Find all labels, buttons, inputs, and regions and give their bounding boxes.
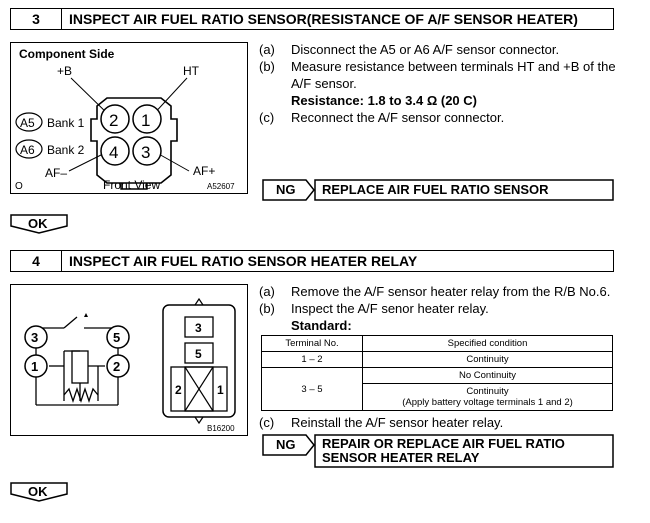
step4-ok-label: OK (28, 484, 48, 499)
table-row: 1 – 2 Continuity (261, 351, 613, 368)
relay-spec-table: Terminal No. Specified condition 1 – 2 C… (261, 335, 613, 411)
header-condition: Specified condition (362, 335, 613, 352)
step4-header: 4 INSPECT AIR FUEL RATIO SENSOR HEATER R… (10, 250, 614, 272)
step4-relay-figure: 3 5 1 2 3 5 2 1 B16200 (10, 284, 248, 436)
pin-4-circle (100, 136, 130, 166)
step3-title: INSPECT AIR FUEL RATIO SENSOR(RESISTANCE… (69, 11, 578, 27)
relay-body (162, 304, 236, 418)
svg-text:1: 1 (31, 359, 38, 374)
step3-ng-text: REPLACE AIR FUEL RATIO SENSOR (322, 182, 549, 197)
step3-ng-result: NG REPLACE AIR FUEL RATIO SENSOR (262, 179, 614, 201)
circuit-pin-3 (24, 325, 48, 349)
bank2-label: Bank 2 (47, 143, 85, 157)
step4-ng-text-line2: SENSOR HEATER RELAY (322, 450, 480, 465)
step3-ng-frame (262, 179, 614, 201)
step3-ok-result: OK (10, 214, 68, 234)
relay-terminal-3 (184, 316, 214, 338)
step3-resistance-spec: Resistance: 1.8 to 3.4 Ω (20 C) (291, 93, 477, 108)
step3-figure-code: A52607 (207, 182, 235, 191)
relay-diagram: 3 5 1 2 3 5 2 1 B16200 (24, 297, 236, 433)
corner-mark: O (15, 181, 23, 192)
af-plus-label: AF+ (193, 164, 215, 178)
step4-figure-code: B16200 (207, 424, 235, 433)
ht-label: HT (183, 64, 200, 78)
pin-2-label: 2 (109, 111, 118, 130)
connector-diagram: Component Side +B HT 2 1 4 3 A5 Bank 1 A… (15, 47, 235, 192)
step4-instruction-c: (c)Reinstall the A/F sensor heater relay… (259, 415, 504, 430)
a5-badge (15, 112, 43, 132)
svg-text:5: 5 (195, 347, 202, 361)
front-view-label: Front View (103, 178, 160, 192)
pin-3-label: 3 (141, 143, 150, 162)
step4-instruction-b: (b)Inspect the A/F senor heater relay. (259, 301, 489, 316)
relay-switch-contact (63, 316, 78, 329)
relay-coil (71, 350, 89, 384)
plus-b-label: +B (57, 64, 72, 78)
relay-terminal-5 (184, 342, 214, 364)
circuit-pin-2 (106, 354, 130, 378)
circuit-pin-1 (24, 354, 48, 378)
af-minus-label: AF– (45, 166, 67, 180)
step3-instruction-b: (b)Measure resistance between terminals … (259, 59, 616, 74)
step3-header: 3 INSPECT AIR FUEL RATIO SENSOR(RESISTAN… (10, 8, 614, 30)
step3-number: 3 (11, 9, 62, 29)
pin-3-circle (132, 136, 162, 166)
relay-resistor (63, 386, 99, 404)
bank1-label: Bank 1 (47, 116, 85, 130)
step3-ok-frame (10, 214, 68, 234)
step3-instruction-c: (c)Reconnect the A/F sensor connector. (259, 110, 505, 125)
step4-ok-frame (10, 482, 68, 502)
svg-text:3: 3 (195, 321, 202, 335)
step3-ok-label: OK (28, 216, 48, 231)
step4-ng-label: NG (276, 437, 296, 452)
table-row: Continuity(Apply battery voltage termina… (262, 383, 613, 411)
step4-title: INSPECT AIR FUEL RATIO SENSOR HEATER REL… (69, 253, 418, 269)
step4-standard-label: Standard: (291, 318, 352, 333)
step3-instruction-a: (a)Disconnect the A5 or A6 A/F sensor co… (259, 42, 560, 57)
step3-connector-figure: Component Side +B HT 2 1 4 3 A5 Bank 1 A… (10, 42, 248, 194)
pin-1-circle (132, 104, 162, 134)
table-header-row: Terminal No. Specified condition (261, 335, 613, 352)
table-row: 3 – 5 No Continuity (261, 367, 613, 411)
a5-label: A5 (20, 116, 35, 130)
component-side-label: Component Side (19, 47, 115, 61)
step3-instruction-b-cont: A/F sensor. (291, 76, 357, 91)
svg-text:5: 5 (113, 330, 120, 345)
pin-2-circle (100, 104, 130, 134)
pin-1-label: 1 (141, 111, 150, 130)
step4-ng-frame (262, 434, 614, 468)
header-terminal: Terminal No. (261, 335, 363, 352)
circuit-pin-5 (106, 325, 130, 349)
svg-text:3: 3 (31, 330, 38, 345)
a6-label: A6 (20, 143, 35, 157)
step4-instruction-a: (a)Remove the A/F sensor heater relay fr… (259, 284, 611, 299)
pin-4-label: 4 (109, 143, 118, 162)
svg-text:1: 1 (217, 383, 224, 397)
connector-outline (90, 97, 178, 184)
svg-text:2: 2 (113, 359, 120, 374)
svg-text:2: 2 (175, 383, 182, 397)
step4-ng-result: NG REPAIR OR REPLACE AIR FUEL RATIO SENS… (262, 434, 614, 468)
step4-ng-text-line1: REPAIR OR REPLACE AIR FUEL RATIO (322, 436, 565, 451)
step4-number: 4 (11, 251, 62, 271)
step3-ng-label: NG (276, 182, 296, 197)
a6-badge (15, 139, 43, 159)
step4-ok-result: OK (10, 482, 68, 502)
